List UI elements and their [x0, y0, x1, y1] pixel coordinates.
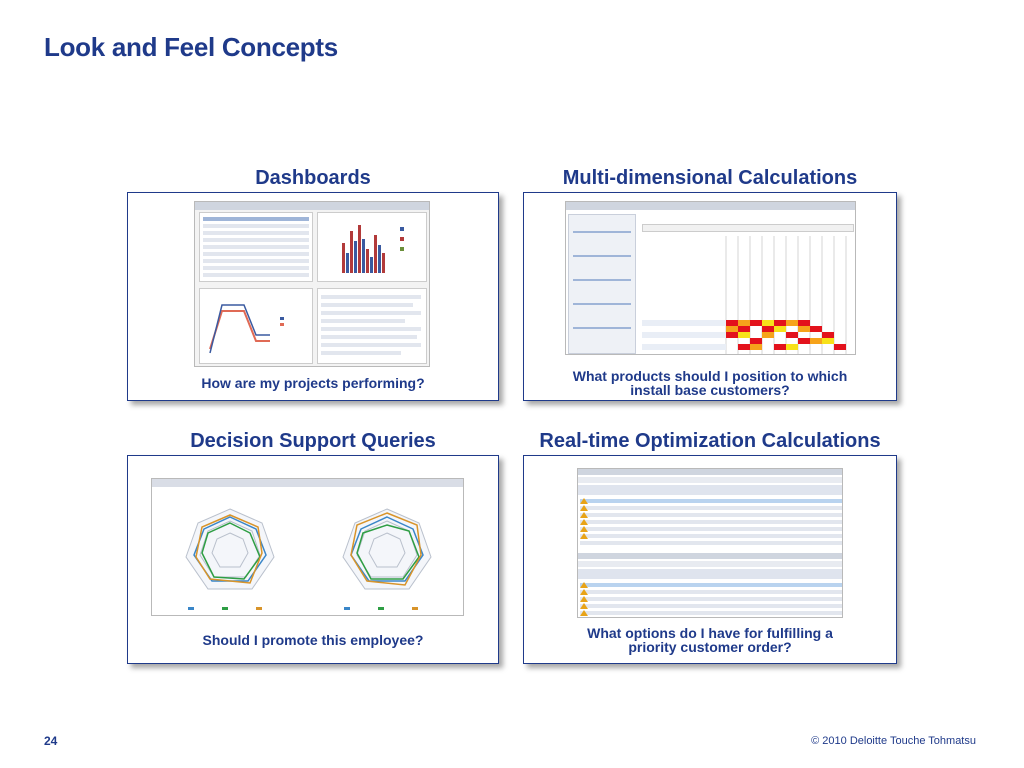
panel-multidimensional: What products should I position to which… — [523, 192, 897, 401]
line-chart-thumbnail — [209, 304, 284, 354]
caption-decision-support: Should I promote this employee? — [202, 632, 424, 648]
caption-optimization-line1: What options do I have for fulfilling a — [587, 625, 833, 641]
bar-chart-thumbnail — [342, 225, 404, 273]
panel-heading-multidimensional: Multi-dimensional Calculations — [562, 167, 858, 189]
dashboard-screenshot — [194, 201, 430, 367]
heatmap-grid — [642, 236, 854, 354]
caption-optimization-line2: priority customer order? — [628, 639, 792, 655]
panel-heading-optimization: Real-time Optimization Calculations — [539, 430, 881, 452]
caption-multidimensional-line2: install base customers? — [630, 382, 790, 398]
warning-icons — [580, 498, 588, 616]
heatmap-screenshot — [565, 201, 856, 355]
radar-screenshot — [151, 478, 464, 616]
panel-heading-dashboards: Dashboards — [255, 167, 371, 189]
caption-multidimensional-line1: What products should I position to which — [572, 368, 848, 384]
panel-dashboards: How are my projects performing? — [127, 192, 499, 401]
fulfillment-screenshot — [577, 468, 843, 618]
page-number: 24 — [44, 734, 58, 748]
panel-optimization: What options do I have for fulfilling a … — [523, 455, 897, 664]
caption-dashboards: How are my projects performing? — [201, 375, 425, 391]
panel-heading-decision-support: Decision Support Queries — [190, 430, 436, 452]
copyright-notice: © 2010 Deloitte Touche Tohmatsu — [811, 735, 976, 747]
panel-decision-support: Should I promote this employee? — [127, 455, 499, 664]
slide-title: Look and Feel Concepts — [44, 32, 338, 62]
radar-charts — [185, 508, 432, 610]
